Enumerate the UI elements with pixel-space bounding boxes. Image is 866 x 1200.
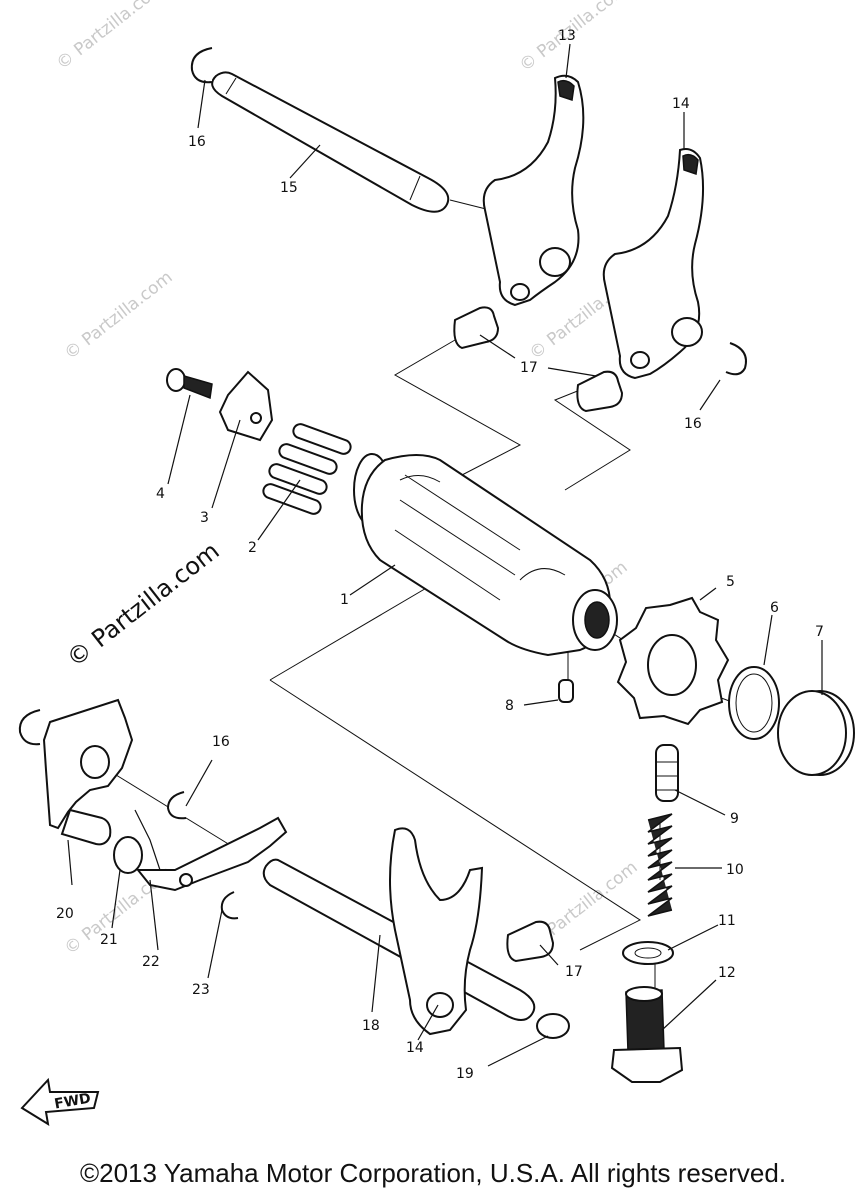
- part-shift-fork-14: [389, 827, 484, 1036]
- part-shift-drum-1: [353, 453, 618, 657]
- part-circlip-16: [166, 791, 187, 820]
- part-circlip-6: [728, 666, 780, 740]
- callout-12: 12: [718, 965, 736, 981]
- callout-1: 1: [340, 592, 349, 608]
- callout-13: 13: [558, 28, 576, 44]
- part-spring-21: [113, 809, 161, 874]
- part-shift-arm-20: [42, 698, 134, 846]
- callout-16: 16: [212, 734, 230, 750]
- callout-20: 20: [56, 906, 74, 922]
- callout-22: 22: [142, 954, 160, 970]
- part-screw-4: [166, 368, 213, 400]
- callout-5: 5: [726, 574, 735, 590]
- part-guide-pin-17: [506, 920, 555, 963]
- callout-18: 18: [362, 1018, 380, 1034]
- part-circlip-23: [220, 891, 239, 920]
- part-circlip-16: [190, 47, 213, 84]
- callout-16: 16: [188, 134, 206, 150]
- callout-2: 2: [248, 540, 257, 556]
- callout-17: 17: [565, 964, 583, 980]
- callout-4: 4: [156, 486, 165, 502]
- callout-7: 7: [815, 624, 824, 640]
- part-segment-plate-3: [218, 370, 274, 442]
- part-bolt-12: [610, 986, 684, 1083]
- part-cap-19: [536, 1013, 570, 1039]
- callout-3: 3: [200, 510, 209, 526]
- part-dowel-pins-2: [262, 423, 352, 515]
- part-shift-fork-14: [602, 148, 705, 380]
- part-cap-7: [777, 690, 855, 776]
- callout-19: 19: [456, 1066, 474, 1082]
- callout-15: 15: [280, 180, 298, 196]
- callout-labels: 1 2 3 4 5 6 7 8 9 10 11 12 13 14 14 15 1…: [56, 28, 824, 1082]
- part-circlip-16: [725, 342, 747, 376]
- part-stopper-plate-5: [616, 596, 730, 726]
- part-pin-8: [558, 679, 574, 703]
- part-spring-10: [647, 813, 673, 917]
- part-shaft-15: [211, 71, 450, 213]
- leader-lines: [67, 43, 823, 1067]
- part-shift-fork-13: [482, 74, 585, 307]
- part-guide-pin-17: [453, 306, 500, 350]
- callout-10: 10: [726, 862, 744, 878]
- copyright-notice: ©2013 Yamaha Motor Corporation, U.S.A. A…: [79, 1158, 787, 1188]
- watermark-text: © Partzilla.com: [53, 0, 169, 74]
- exploded-parts-diagram: © Partzilla.com © Partzilla.com © Partzi…: [18, 0, 855, 1127]
- callout-6: 6: [770, 600, 779, 616]
- callout-11: 11: [718, 913, 736, 929]
- fwd-label: FWD: [53, 1091, 92, 1113]
- callout-21: 21: [100, 932, 118, 948]
- part-washer-11: [622, 941, 674, 965]
- callout-8: 8: [505, 698, 514, 714]
- part-guide-pin-17: [576, 370, 624, 413]
- part-circlip-16: [18, 709, 41, 746]
- part-plunger-9: [655, 744, 679, 802]
- callout-23: 23: [192, 982, 210, 998]
- callout-14: 14: [406, 1040, 424, 1056]
- callout-17: 17: [520, 360, 538, 376]
- callout-14: 14: [672, 96, 690, 112]
- watermark-text-large: © Partzilla.com: [61, 537, 224, 673]
- fwd-arrow-icon: FWD: [20, 1077, 100, 1127]
- callout-9: 9: [730, 811, 739, 827]
- watermark-text: © Partzilla.com: [61, 267, 177, 364]
- callout-16: 16: [684, 416, 702, 432]
- alignment-lines: [107, 199, 741, 990]
- part-shift-lever-22: [135, 816, 288, 892]
